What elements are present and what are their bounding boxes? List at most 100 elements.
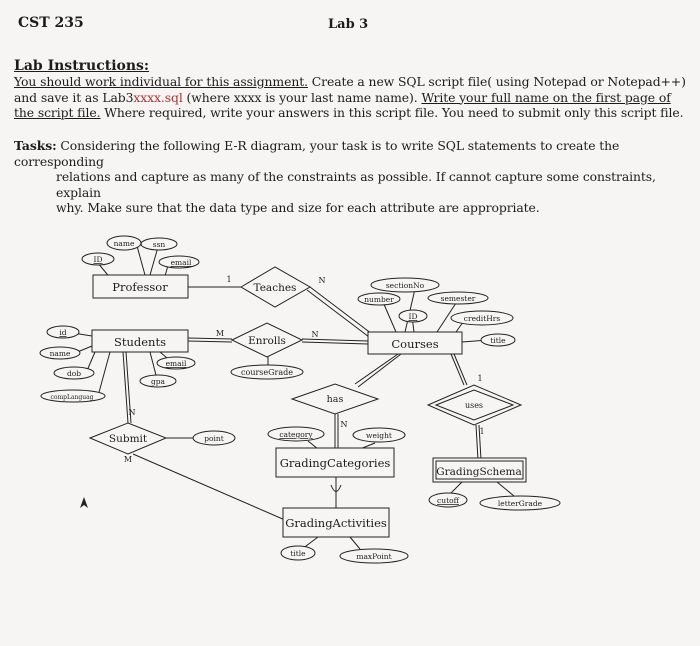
attr-max-point [339, 548, 409, 564]
key-attribute-label: id [59, 328, 66, 337]
tasks-label: Tasks: [14, 138, 57, 153]
attr-letter-grade [479, 495, 561, 511]
filename-placeholder: xxxx [133, 89, 161, 105]
attribute-label: dob [67, 369, 81, 378]
relationship-label: Enrolls [248, 335, 286, 347]
attr-cutoff [428, 492, 468, 508]
entity-courses [367, 331, 463, 355]
attr-stu-name [39, 346, 81, 360]
relationship-label: uses [465, 401, 483, 410]
attr-point [192, 430, 236, 446]
cardinality-label: N [319, 276, 326, 285]
course-code: CST 235 [18, 15, 84, 31]
attr-credit-hrs [450, 310, 514, 326]
mouse-cursor-icon [80, 497, 88, 508]
attr-stu-id [46, 325, 80, 339]
cardinality-label: N [129, 408, 136, 417]
relationship-label: Submit [109, 433, 148, 445]
attribute-label: gpa [151, 377, 166, 386]
entity-grading-activities [282, 507, 390, 538]
tasks-paragraph: Tasks: Considering the following E-R dia… [14, 138, 690, 216]
key-attribute-label: cutoff [437, 496, 460, 505]
cardinality-label: 1 [226, 275, 231, 284]
attribute-label: sectionNo [386, 281, 425, 290]
instructions-text: Write your full name on the first page o… [421, 89, 671, 105]
diagram-connectors [72, 245, 515, 550]
cardinality-label: M [124, 455, 132, 464]
attribute-label: creditHrs [464, 314, 501, 323]
entity-label: Professor [112, 280, 168, 294]
attr-stu-gpa [139, 374, 177, 388]
relationship-has [290, 383, 380, 415]
attribute-label: letterGrade [498, 499, 543, 508]
entity-label: Courses [391, 337, 438, 351]
entity-label: GradingSchema [436, 466, 522, 478]
attr-prof-id [81, 252, 115, 266]
instructions-text: Where required, write your answers in th… [100, 105, 684, 120]
relationship-uses [426, 384, 523, 426]
attribute-label: ssn [153, 240, 166, 249]
instructions-text: Create a new SQL script file( using Note… [307, 74, 686, 89]
entity-grading-categories [275, 447, 395, 478]
entity-label: GradingCategories [280, 456, 391, 470]
instructions-text: (where xxxx is your last name name). [182, 89, 422, 105]
attr-course-title [480, 333, 516, 347]
tasks-text: Considering the following E-R diagram, y… [14, 138, 620, 169]
attr-semester [427, 291, 489, 305]
filename-extension: .sql [160, 89, 183, 105]
attr-course-id [398, 309, 428, 323]
attribute-label: compLanguag [50, 394, 93, 401]
cardinality-label: N [341, 420, 348, 429]
attribute-label: name [50, 349, 71, 358]
relationship-enrolls [230, 322, 304, 358]
attribute-label: title [490, 336, 506, 345]
relationship-submit [88, 422, 168, 455]
tasks-text: relations and capture as many of the con… [56, 169, 656, 200]
key-attribute-label: ID [94, 255, 103, 264]
cardinality-label: N [312, 330, 319, 339]
attr-number [357, 292, 401, 306]
attribute-label: email [171, 258, 192, 267]
entity-label: GradingActivities [285, 516, 387, 530]
instructions-heading: Lab Instructions: [14, 58, 150, 74]
entity-label: Students [114, 335, 166, 349]
key-attribute-label: category [279, 430, 313, 439]
attr-stu-dob [53, 366, 95, 380]
cardinality-label: 1 [479, 427, 484, 436]
relationship-label: Teaches [254, 282, 297, 294]
attr-section-no [370, 277, 440, 293]
attribute-label: point [204, 434, 224, 443]
cardinality-label: M [216, 329, 224, 338]
attribute-label: weight [366, 431, 392, 440]
instructions-text: You should work individual for this assi… [14, 74, 308, 89]
cardinality-label: 1 [477, 374, 482, 383]
attr-stu-complang [40, 389, 106, 403]
attr-activity-title [280, 545, 316, 561]
attr-stu-email [156, 356, 196, 370]
tasks-text: why. Make sure that the data type and si… [56, 200, 540, 215]
attr-weight [352, 427, 406, 443]
attribute-label: courseGrade [241, 368, 293, 377]
lab-title: Lab 3 [328, 17, 369, 32]
relationship-uses-inner [434, 389, 515, 421]
attribute-label: number [364, 295, 394, 304]
attribute-label: title [290, 549, 306, 558]
relationship-teaches [240, 266, 312, 308]
key-attribute-label: ID [409, 312, 418, 321]
entity-grading-schema [432, 457, 527, 483]
instructions-body: You should work individual for this assi… [14, 74, 694, 121]
instructions-text: and save it as Lab3 [14, 89, 134, 105]
attribute-label: semester [441, 294, 476, 303]
attr-prof-email [158, 255, 200, 269]
entity-professor [92, 274, 189, 299]
entity-students [91, 329, 189, 353]
entity-grading-schema-inner [435, 460, 524, 480]
attr-category [267, 426, 325, 442]
relationship-label: has [327, 394, 344, 405]
attr-prof-ssn [140, 237, 178, 251]
attribute-label: name [114, 239, 135, 248]
attribute-label: maxPoint [356, 552, 391, 561]
attr-course-grade [230, 364, 304, 380]
